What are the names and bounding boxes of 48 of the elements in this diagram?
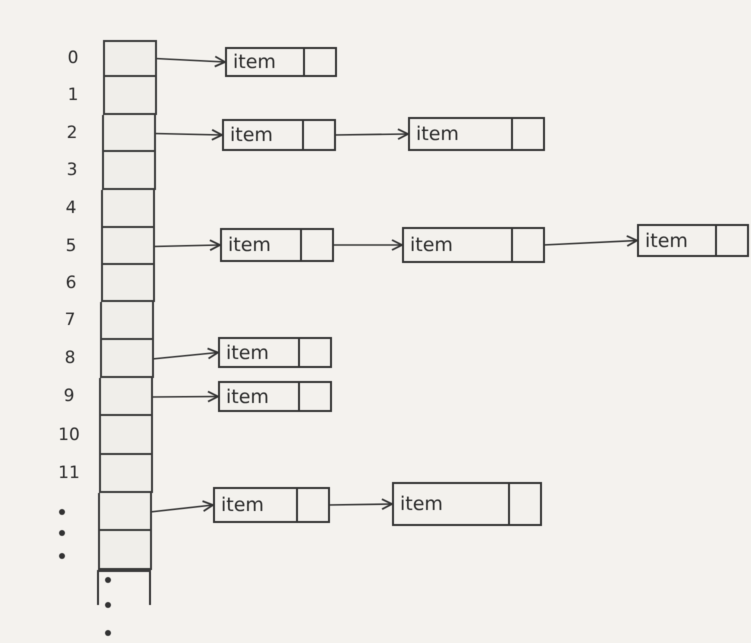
- slot-index: 4: [64, 198, 78, 218]
- slot-index: 6: [64, 272, 78, 292]
- table-slot: [98, 493, 152, 531]
- table-slot: [99, 455, 153, 493]
- table-slot: [101, 265, 155, 302]
- list-node-box: [222, 119, 336, 151]
- slot-index: 0: [66, 48, 80, 68]
- list-node-box: [218, 337, 332, 368]
- table-slot: [100, 302, 154, 340]
- slot-index: 5: [64, 236, 78, 256]
- table-slot: [99, 416, 153, 455]
- node-text: item: [233, 51, 276, 73]
- table-slot: [103, 40, 157, 77]
- list-node-box: [408, 117, 545, 151]
- slot-index: 8: [64, 348, 76, 368]
- table-slot: [102, 152, 156, 190]
- list-node-box: [218, 381, 332, 412]
- slot-index: 3: [66, 160, 78, 180]
- slot-index: 11: [57, 463, 81, 483]
- table-slot: [100, 340, 154, 378]
- node-text: item: [230, 124, 273, 146]
- arrow: [332, 239, 403, 251]
- slot-index: 10: [57, 424, 81, 444]
- list-node-box: [225, 47, 337, 77]
- node-text: item: [416, 123, 459, 145]
- arrow: [151, 390, 219, 402]
- node-text: item: [226, 386, 269, 408]
- node-text: item: [400, 493, 443, 515]
- slot-index: 2: [66, 122, 78, 142]
- list-node-box: [213, 487, 330, 523]
- table-slot: [99, 378, 153, 416]
- table-slot: [101, 228, 155, 265]
- node-text: item: [410, 234, 453, 256]
- node-text: item: [228, 234, 271, 256]
- list-node-box: [220, 228, 334, 262]
- slot-index: 1: [66, 85, 80, 105]
- table-slot: [101, 190, 155, 228]
- node-text: item: [645, 230, 688, 252]
- list-node-box: [637, 224, 749, 257]
- slot-index: 7: [64, 310, 76, 330]
- list-node-box: [402, 227, 545, 263]
- table-slot: [102, 115, 156, 152]
- table-slot: [98, 531, 152, 570]
- list-node-box: [392, 482, 542, 526]
- table-slot: [103, 77, 157, 115]
- node-text: item: [226, 342, 269, 364]
- node-text: item: [221, 494, 264, 516]
- slot-index: 9: [62, 386, 76, 406]
